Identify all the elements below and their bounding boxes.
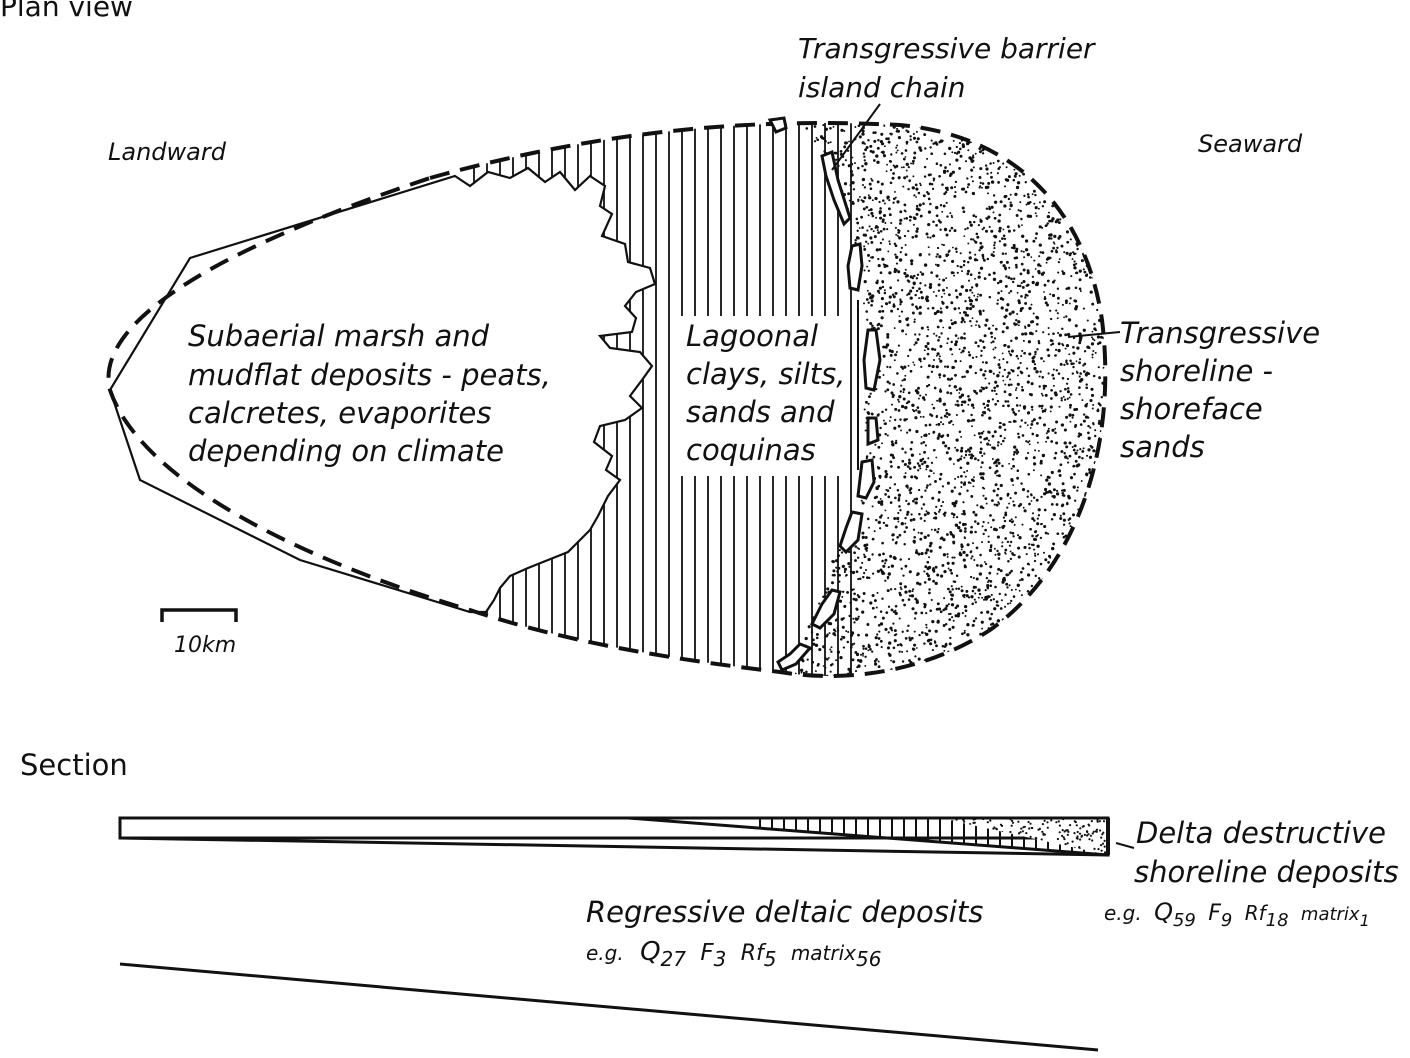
sand-label-line2: shoreline - <box>1120 354 1273 388</box>
marsh-label-line2: mudflat deposits - peats, <box>188 358 551 392</box>
barrier-island <box>809 588 842 630</box>
section-title: Section <box>20 748 128 782</box>
plan-view-title: Plan view <box>0 0 133 23</box>
sand-label-line1: Transgressive <box>1120 316 1320 350</box>
lagoon-label-backdrop <box>678 316 850 476</box>
landward-label: Landward <box>108 138 227 166</box>
barrier-island <box>767 116 788 134</box>
delta-label-line1: Delta destructive <box>1136 816 1386 850</box>
delta-leader-line <box>1115 842 1135 849</box>
marsh-label-line3: calcretes, evaporites <box>188 396 491 430</box>
barrier-island <box>776 642 813 672</box>
lagoon-label-line4: coquinas <box>686 433 816 467</box>
sand-label-line4: sands <box>1120 430 1205 464</box>
barrier-island-chain <box>767 116 882 672</box>
barrier-island <box>820 149 852 227</box>
barrier-label-line2: island chain <box>798 71 966 104</box>
marsh-lagoon-boundary <box>108 166 657 614</box>
delta-composition: e.g. Q59 F9 Rf18 matrix1 <box>1104 898 1370 931</box>
section-wedge <box>118 816 1110 1052</box>
sand-leader-line <box>1067 331 1121 338</box>
barrier-island <box>862 328 882 392</box>
lagoon-label-line2: clays, silts, <box>686 357 845 391</box>
barrier-label-line1: Transgressive barrier <box>798 32 1096 65</box>
marsh-label-line4: depending on climate <box>188 434 504 468</box>
scale-bar: 10km <box>160 608 238 658</box>
delta-label-line2: shoreline deposits <box>1134 855 1399 889</box>
sand-label-line3: shoreface <box>1120 392 1263 426</box>
lagoon-label-line3: sands and <box>686 395 835 429</box>
scale-label: 10km <box>174 633 236 658</box>
marsh-label-line1: Subaerial marsh and <box>188 319 490 353</box>
basin-outline <box>106 121 1108 678</box>
barrier-leader-line <box>831 103 881 171</box>
barrier-island <box>838 510 864 555</box>
barrier-island <box>856 458 876 500</box>
barrier-island <box>866 416 880 447</box>
barrier-island <box>846 242 864 292</box>
seaward-label: Seaward <box>1198 130 1303 158</box>
lagoon-label-line1: Lagoonal <box>686 319 818 353</box>
regressive-composition: e.g. Q27 F3 Rf5 matrix56 <box>586 937 881 971</box>
regressive-label: Regressive deltaic deposits <box>586 895 983 929</box>
